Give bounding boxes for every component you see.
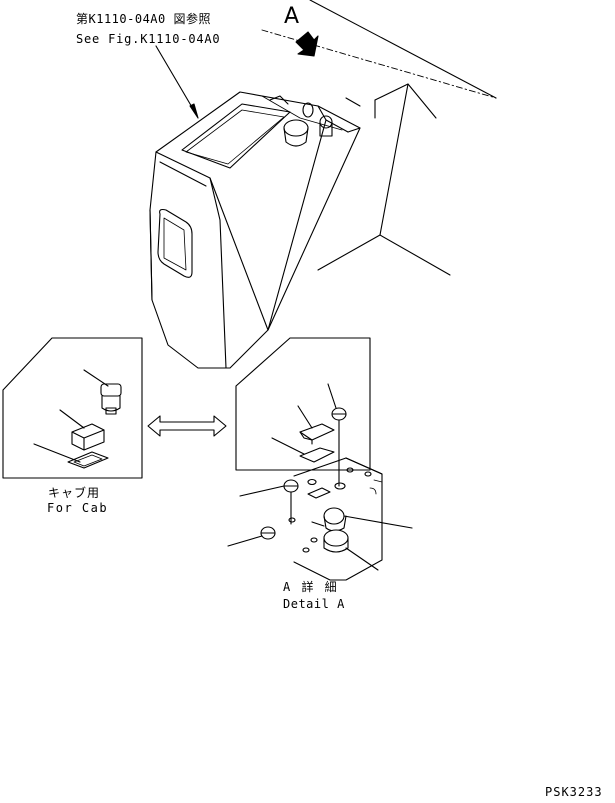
detail-components [227,479,413,571]
detail-label-en: Detail A [283,597,345,611]
view-arrow-a [295,31,319,57]
reference-leader [155,45,197,115]
mounting-plate [288,457,383,581]
double-arrow [147,415,227,437]
detail-label-ja: A 詳 細 [283,580,339,594]
drawing-code: PSK3233 [545,785,603,799]
view-a-label: A [284,4,300,29]
reference-figure-label-ja: 第K1110-04A0 図参照 [76,12,211,26]
reference-figure-label-en: See Fig.K1110-04A0 [76,32,221,46]
cab-label-ja: キャブ用 [48,486,101,500]
cab-panel [2,337,143,479]
cab-label-en: For Cab [47,501,109,515]
console-box [149,91,361,369]
machine-frame [261,0,497,276]
console-switches [261,95,343,147]
detail-panel [235,337,371,487]
